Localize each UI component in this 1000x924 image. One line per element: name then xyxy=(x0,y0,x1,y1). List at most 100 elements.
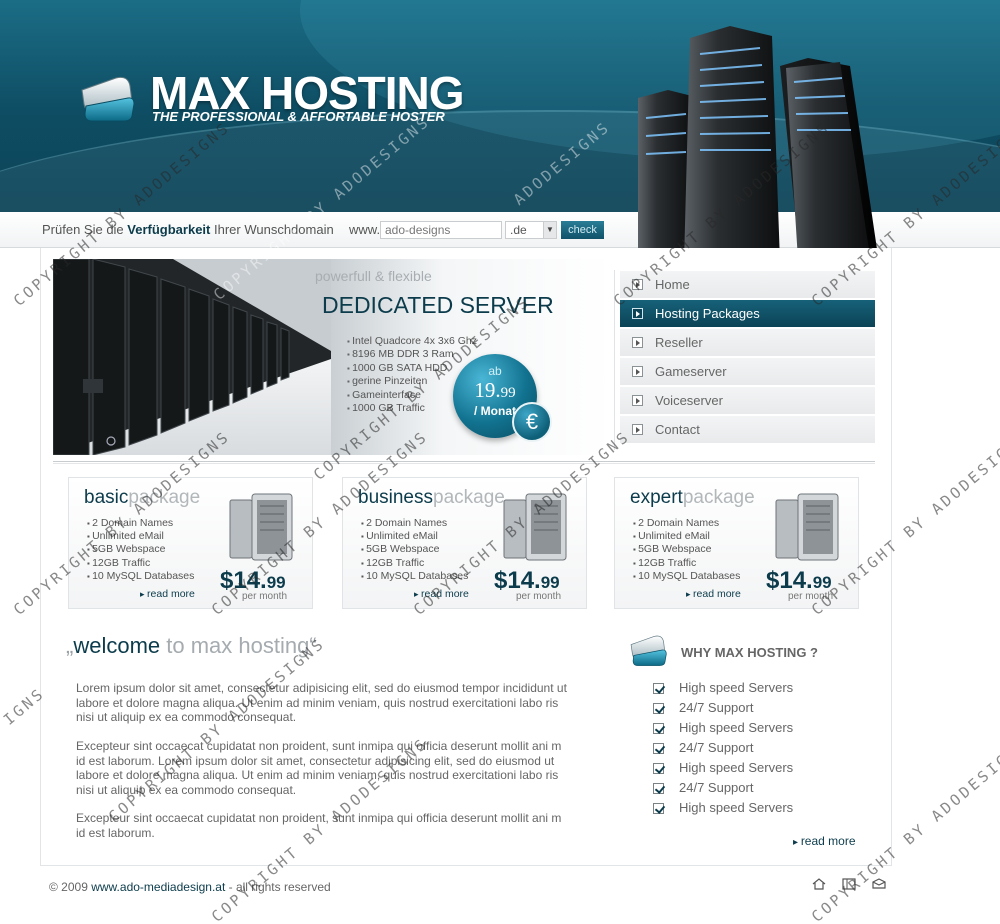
spec-item: 8196 MB DDR 3 Ram xyxy=(347,348,477,361)
feature-item: 10 MySQL Databases xyxy=(633,570,740,583)
checkbox-icon xyxy=(653,763,664,774)
package-name: basic xyxy=(84,487,129,508)
euro-icon: € xyxy=(512,402,552,442)
arrow-right-icon xyxy=(632,366,643,377)
copyright-suffix: - all rights reserved xyxy=(225,880,331,894)
package-price: $14.99 xyxy=(220,567,286,595)
nav-label: Voiceserver xyxy=(655,393,723,408)
sitemap-icon[interactable] xyxy=(842,878,856,890)
nav-item-contact[interactable]: Contact xyxy=(620,416,875,443)
arrow-right-icon xyxy=(632,424,643,435)
package-price: $14.99 xyxy=(494,567,560,595)
home-icon[interactable] xyxy=(812,878,826,890)
package-name: expert xyxy=(630,487,683,508)
why-item: 24/7 Support xyxy=(653,698,793,718)
feature-item: 5GB Webspace xyxy=(361,543,468,556)
nav-label: Gameserver xyxy=(655,364,727,379)
open-quote: „ xyxy=(66,633,74,658)
tld-value: .de xyxy=(510,223,527,237)
why-item: 24/7 Support xyxy=(653,778,793,798)
feature-item: 10 MySQL Databases xyxy=(361,570,468,583)
price-period: per month xyxy=(788,591,834,602)
price-value: 19.99 xyxy=(453,378,537,403)
why-item-label: 24/7 Support xyxy=(679,780,754,795)
check-button[interactable]: check xyxy=(561,221,604,239)
welcome-paragraph: Lorem ipsum dolor sit amet, consectetur … xyxy=(76,681,567,724)
domain-label-bold: Verfügbarkeit xyxy=(127,222,211,237)
price-cents: 99 xyxy=(500,385,516,401)
logo-icon xyxy=(630,635,667,666)
logo-icon[interactable] xyxy=(76,72,138,124)
package-title: businesspackage xyxy=(358,487,505,509)
why-item-label: High speed Servers xyxy=(679,800,794,815)
package-suffix: package xyxy=(682,487,755,508)
spec-item: 1000 GB SATA HDD xyxy=(347,362,477,375)
package-card-basic: basicpackage 2 Domain Names Unlimited eM… xyxy=(68,477,313,609)
price-cents: 99 xyxy=(812,573,832,592)
server-towers-image xyxy=(638,26,878,262)
why-title: WHY MAX HOSTING ? xyxy=(681,645,818,660)
welcome-paragraph: Excepteur sint occaecat cupidatat non pr… xyxy=(76,811,562,840)
feature-item: 12GB Traffic xyxy=(361,557,468,570)
spec-item: gerine Pinzeiten xyxy=(347,375,477,388)
feature-item: 5GB Webspace xyxy=(87,543,194,556)
read-more-link[interactable]: read more xyxy=(686,588,741,600)
nav-item-hosting-packages[interactable]: Hosting Packages xyxy=(620,300,875,327)
why-item: High speed Servers xyxy=(653,678,793,698)
nav-item-gameserver[interactable]: Gameserver xyxy=(620,358,875,385)
price-main: $14. xyxy=(766,567,813,594)
price-main: $14. xyxy=(220,567,267,594)
hero-title: DEDICATED SERVER xyxy=(322,292,554,318)
feature-item: 10 MySQL Databases xyxy=(87,570,194,583)
package-suffix: package xyxy=(433,487,505,508)
mail-icon[interactable] xyxy=(872,878,886,890)
feature-item: 5GB Webspace xyxy=(633,543,740,556)
datacenter-image xyxy=(53,259,331,455)
copyright-prefix: © 2009 xyxy=(49,880,92,894)
package-price: $14.99 xyxy=(766,567,832,595)
read-more-link[interactable]: read more xyxy=(414,588,469,600)
welcome-paragraph: Excepteur sint occaecat cupidatat non pr… xyxy=(76,739,562,797)
nav-item-reseller[interactable]: Reseller xyxy=(620,329,875,356)
feature-item: Unlimited eMail xyxy=(87,530,194,543)
why-item-label: High speed Servers xyxy=(679,680,794,695)
feature-item: Unlimited eMail xyxy=(633,530,740,543)
package-features: 2 Domain Names Unlimited eMail 5GB Websp… xyxy=(633,517,740,583)
nav-label: Home xyxy=(655,277,690,292)
nav-label: Hosting Packages xyxy=(655,306,760,321)
section-divider xyxy=(53,461,875,464)
why-read-more-link[interactable]: read more xyxy=(793,834,856,848)
package-name: business xyxy=(358,487,433,508)
nav-item-voiceserver[interactable]: Voiceserver xyxy=(620,387,875,414)
nav-divider xyxy=(614,270,615,450)
main-nav: Home Hosting Packages Reseller Gameserve… xyxy=(620,271,875,445)
read-more-link[interactable]: read more xyxy=(140,588,195,600)
price-period: per month xyxy=(242,591,288,602)
footer-copyright: © 2009 www.ado-mediadesign.at - all righ… xyxy=(49,880,331,894)
feature-item: 2 Domain Names xyxy=(87,517,194,530)
feature-item: Unlimited eMail xyxy=(361,530,468,543)
checkbox-icon xyxy=(653,703,664,714)
why-list: High speed Servers 24/7 Support High spe… xyxy=(653,678,793,818)
spec-item: Intel Quadcore 4x 3x6 Ghz xyxy=(347,335,477,348)
footer-site-link[interactable]: www.ado-mediadesign.at xyxy=(91,880,226,894)
feature-item: 12GB Traffic xyxy=(633,557,740,570)
nav-item-home[interactable]: Home xyxy=(620,271,875,298)
price-cents: 99 xyxy=(266,573,286,592)
package-card-expert: expertpackage 2 Domain Names Unlimited e… xyxy=(614,477,859,609)
why-item: High speed Servers xyxy=(653,718,793,738)
why-item: High speed Servers xyxy=(653,758,793,778)
welcome-title: „welcome to max hosting“ xyxy=(66,633,317,659)
price-cents: 99 xyxy=(540,573,560,592)
arrow-right-icon xyxy=(632,395,643,406)
spec-item: Gameinterface xyxy=(347,389,477,402)
chevron-down-icon[interactable]: ▼ xyxy=(543,222,556,238)
tld-select[interactable]: .de ▼ xyxy=(505,221,557,239)
server-tower-icon xyxy=(775,493,839,561)
checkbox-icon xyxy=(653,683,664,694)
arrow-right-icon xyxy=(632,308,643,319)
domain-input[interactable] xyxy=(380,221,502,239)
feature-item: 2 Domain Names xyxy=(633,517,740,530)
nav-label: Reseller xyxy=(655,335,703,350)
package-card-business: businesspackage 2 Domain Names Unlimited… xyxy=(342,477,587,609)
